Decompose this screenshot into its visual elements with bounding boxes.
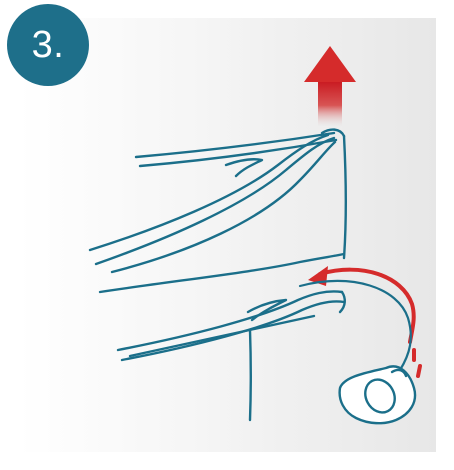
cable-line [298, 279, 412, 372]
step-number-label: 3. [31, 24, 65, 66]
upper-panel-drawing [88, 128, 348, 294]
lower-panel-drawing [116, 290, 346, 422]
up-arrow-icon [304, 46, 356, 126]
curved-arrow-icon [308, 266, 422, 378]
step-number-badge: 3. [7, 4, 89, 86]
sensor-pod-icon [338, 365, 417, 425]
